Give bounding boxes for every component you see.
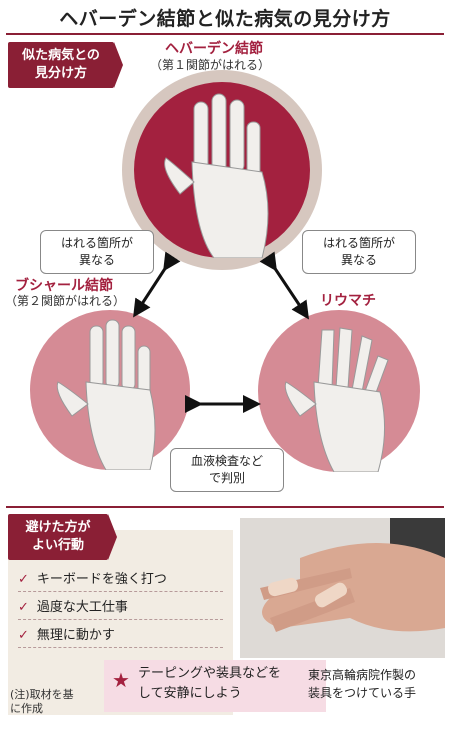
photo-caption: 東京高輪病院作製の 装具をつけている手 [308,666,416,702]
bouchard-sub: （第２関節がはれる） [5,294,126,308]
recommend-box [104,660,326,712]
note-line: で判別 [208,471,245,485]
caption-line: 装具をつけている手 [308,686,417,700]
note-line: 血液検査など [190,454,263,468]
avoid-item-label: キーボードを強く打つ [36,572,167,587]
heberden-sub: （第１関節がはれる） [150,58,271,72]
recommend-line: して安静にしよう [138,686,242,701]
hand-icon [284,327,389,472]
page-title: ヘバーデン結節と似た病気の見分け方 [59,8,391,30]
footnote: (注)取材を基 に作成 [10,688,74,716]
relation-arrows [133,251,309,413]
note-right: はれる箇所が 異なる [302,230,416,274]
avoid-item-label: 過度な大工仕事 [36,600,128,615]
caption-line: 東京高輪病院作製の [308,668,417,682]
check-icon: ✓ [18,628,29,643]
heberden-name: ヘバーデン結節 [165,41,263,57]
title-rule [6,33,444,35]
avoid-item-label: 無理に動かす [36,628,115,643]
hand-icon [56,319,156,470]
star-icon: ★ [112,668,130,692]
footnote-line: に作成 [10,702,43,715]
avoid-item: ✓ キーボードを強く打つ [18,568,223,592]
avoid-item: ✓ 無理に動かす [18,624,223,648]
ra-name: リウマチ [320,293,376,309]
section-tag-line: よい行動 [31,538,84,553]
note-line: 異なる [78,253,115,267]
avoid-item: ✓ 過度な大工仕事 [18,596,223,620]
splint-hand-image [260,518,445,632]
recommend-line: テーピングや装具などを [138,666,282,681]
bouchard-name: ブシャール結節 [15,278,113,294]
footnote-line: (注)取材を基 [10,688,74,701]
note-line: はれる箇所が [322,236,395,250]
note-left: はれる箇所が 異なる [40,230,154,274]
section-tag-compare: 似た病気との 見分け方 [8,42,114,88]
check-icon: ✓ [18,600,29,615]
note-bottom: 血液検査など で判別 [170,448,284,492]
note-line: 異なる [340,253,377,267]
section-tag-avoid: 避けた方が よい行動 [8,514,108,560]
recommend-text: テーピングや装具などを して安静にしよう [138,664,281,704]
splint-photo [240,518,445,658]
note-line: はれる箇所が [60,236,133,250]
hand-icon [164,93,269,258]
section-tag-line: 避けた方が [25,520,91,535]
section-tag-line: 見分け方 [34,66,87,81]
section-tag-line: 似た病気との [22,48,100,63]
check-icon: ✓ [18,572,29,587]
section-rule [6,506,444,508]
